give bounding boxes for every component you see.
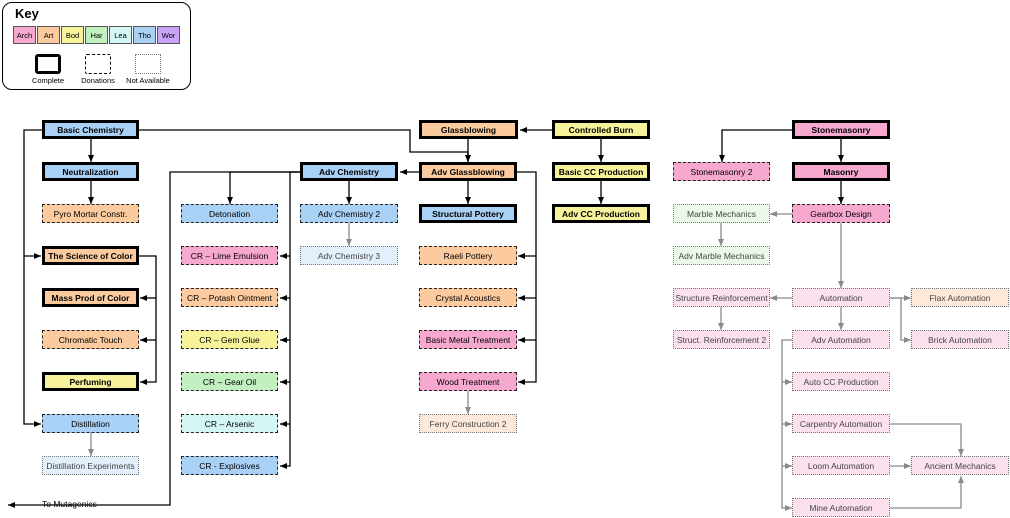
- node-cr-arsenic[interactable]: CR – Arsenic: [181, 414, 278, 433]
- node-raeli-pottery[interactable]: Raeli Pottery: [419, 246, 517, 265]
- node-adv-cc-production[interactable]: Adv CC Production: [552, 204, 650, 223]
- node-cr-explosives[interactable]: CR - Explosives: [181, 456, 278, 475]
- node-basic-chemistry[interactable]: Basic Chemistry: [42, 120, 139, 139]
- node-carpentry-automation[interactable]: Carpentry Automation: [792, 414, 890, 433]
- node-adv-marble-mechanics[interactable]: Adv Marble Mechanics: [673, 246, 770, 265]
- legend-complete-box: [35, 54, 61, 74]
- node-adv-chemistry[interactable]: Adv Chemistry: [300, 162, 398, 181]
- node-ancient-mechanics[interactable]: Ancient Mechanics: [911, 456, 1009, 475]
- node-adv-chemistry-3[interactable]: Adv Chemistry 3: [300, 246, 398, 265]
- legend-swatch-bod: Bod: [61, 26, 84, 44]
- legend-swatch-tho: Tho: [133, 26, 156, 44]
- node-distillation[interactable]: Distillation: [42, 414, 139, 433]
- node-gearbox-design[interactable]: Gearbox Design: [792, 204, 890, 223]
- legend-donations-label: Donations: [81, 76, 115, 85]
- node-structure-reinforcement[interactable]: Structure Reinforcement: [673, 288, 770, 307]
- legend-swatch-arch: Arch: [13, 26, 36, 44]
- node-neutralization[interactable]: Neutralization: [42, 162, 139, 181]
- node-ferry-construction-2[interactable]: Ferry Construction 2: [419, 414, 517, 433]
- legend-swatch-har: Har: [85, 26, 108, 44]
- node-perfuming[interactable]: Perfuming: [42, 372, 139, 391]
- legend-key: Key Arch Art Bod Har Lea Tho Wor Complet…: [2, 2, 191, 90]
- node-mass-prod-color[interactable]: Mass Prod of Color: [42, 288, 139, 307]
- legend-swatch-lea: Lea: [109, 26, 132, 44]
- node-marble-mechanics[interactable]: Marble Mechanics: [673, 204, 770, 223]
- legend-swatch-art: Art: [37, 26, 60, 44]
- node-detonation[interactable]: Detonation: [181, 204, 278, 223]
- node-automation[interactable]: Automation: [792, 288, 890, 307]
- node-crystal-acoustics[interactable]: Crystal Acoustics: [419, 288, 517, 307]
- node-struct-reinforcement-2[interactable]: Struct. Reinforcement 2: [673, 330, 770, 349]
- node-science-of-color[interactable]: The Science of Color: [42, 246, 139, 265]
- node-chromatic-touch[interactable]: Chromatic Touch: [42, 330, 139, 349]
- node-controlled-burn[interactable]: Controlled Burn: [552, 120, 650, 139]
- legend-swatch-wor: Wor: [157, 26, 180, 44]
- node-stonemasonry-2[interactable]: Stonemasonry 2: [673, 162, 770, 181]
- node-glassblowing[interactable]: Glassblowing: [419, 120, 518, 139]
- node-adv-chemistry-2[interactable]: Adv Chemistry 2: [300, 204, 398, 223]
- node-mine-automation[interactable]: Mine Automation: [792, 498, 890, 517]
- legend-donations-box: [85, 54, 111, 74]
- node-adv-glassblowing[interactable]: Adv Glassblowing: [419, 162, 517, 181]
- legend-title: Key: [15, 6, 39, 21]
- node-distillation-experiments[interactable]: Distillation Experiments: [42, 456, 139, 475]
- node-loom-automation[interactable]: Loom Automation: [792, 456, 890, 475]
- node-basic-metal-treatment[interactable]: Basic Metal Treatment: [419, 330, 517, 349]
- node-adv-automation[interactable]: Adv Automation: [792, 330, 890, 349]
- node-cr-potash-ointment[interactable]: CR – Potash Ointment: [181, 288, 278, 307]
- legend-complete-label: Complete: [31, 76, 65, 85]
- node-pyro-mortar[interactable]: Pyro Mortar Constr.: [42, 204, 139, 223]
- node-cr-gem-glue[interactable]: CR – Gem Glue: [181, 330, 278, 349]
- node-auto-cc-production[interactable]: Auto CC Production: [792, 372, 890, 391]
- node-brick-automation[interactable]: Brick Automation: [911, 330, 1009, 349]
- node-flax-automation[interactable]: Flax Automation: [911, 288, 1009, 307]
- node-stonemasonry[interactable]: Stonemasonry: [792, 120, 890, 139]
- node-cr-gear-oil[interactable]: CR – Gear Oil: [181, 372, 278, 391]
- legend-not-available-label: Not Available: [126, 76, 170, 85]
- node-basic-cc-production[interactable]: Basic CC Production: [552, 162, 650, 181]
- node-masonry[interactable]: Masonry: [792, 162, 890, 181]
- node-cr-lime-emulsion[interactable]: CR – Lime Emulsion: [181, 246, 278, 265]
- node-wood-treatment[interactable]: Wood Treatment: [419, 372, 517, 391]
- to-mutagenics-label[interactable]: To Mutagenics: [42, 499, 97, 509]
- node-structural-pottery[interactable]: Structural Pottery: [419, 204, 517, 223]
- legend-not-available-box: [135, 54, 161, 74]
